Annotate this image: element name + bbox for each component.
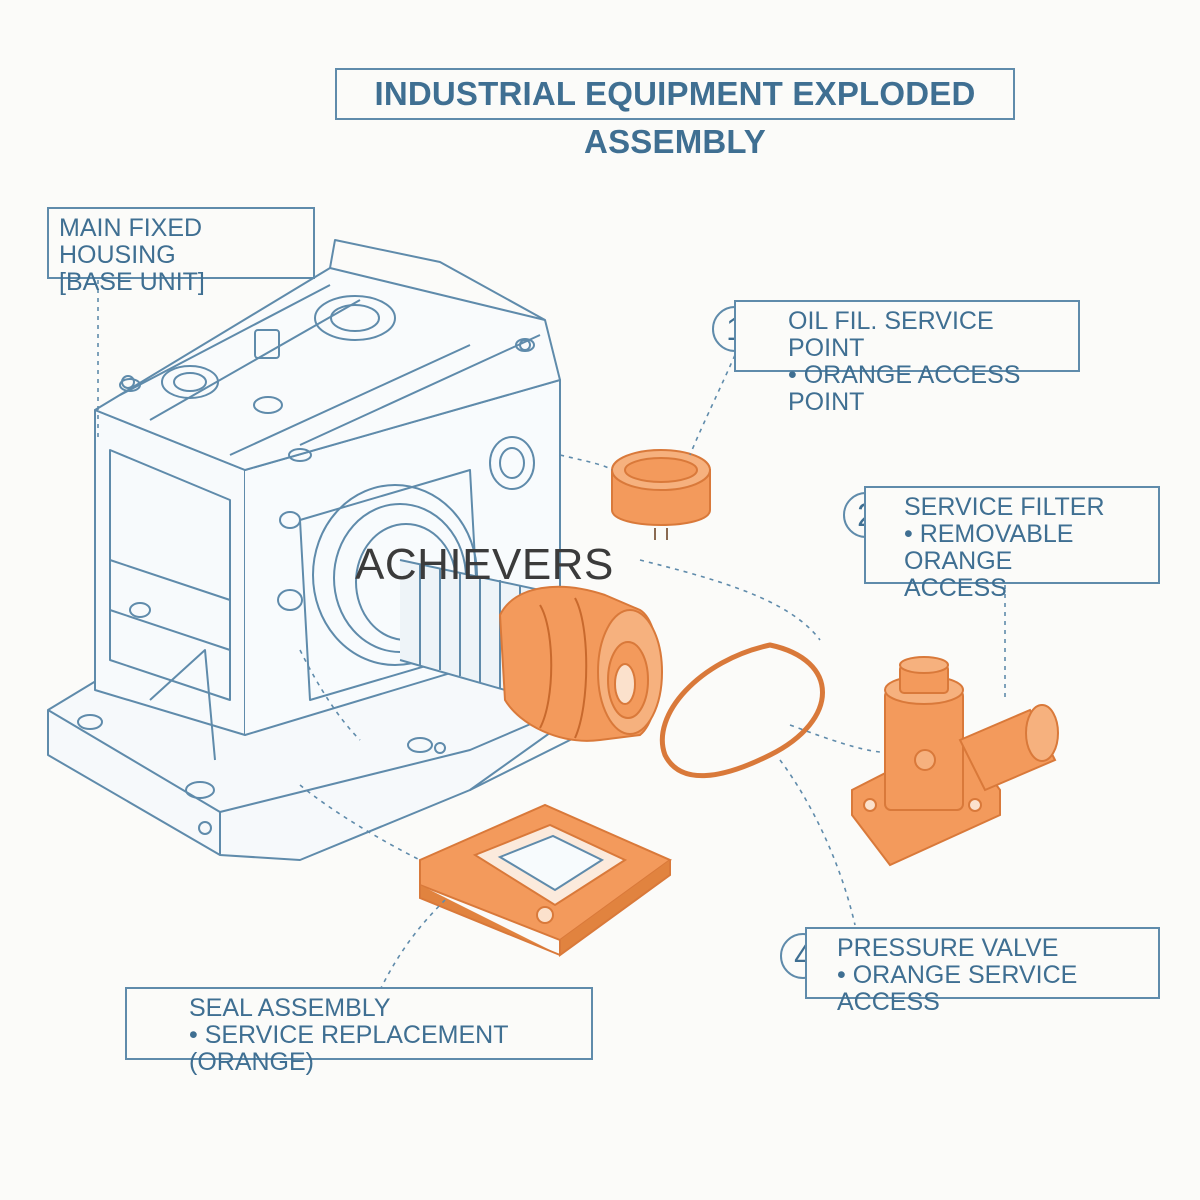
page-title: INDUSTRIAL EQUIPMENT EXPLODED ASSEMBLY (335, 68, 1015, 160)
callout-seal-assembly: SEAL ASSEMBLY • SERVICE REPLACEMENT (ORA… (125, 987, 593, 1076)
callout-oil-fill-line1: OIL FIL. SERVICE POINT (788, 307, 994, 362)
callout-seal-line2: • SERVICE REPLACEMENT (ORANGE) (189, 1021, 509, 1076)
callout-housing-line2: [BASE UNIT] (59, 268, 205, 296)
bearing-flange (312, 484, 478, 666)
callout-oil-fill-line2: • ORANGE ACCESS POINT (788, 361, 1021, 416)
callout-service-filter: SERVICE FILTER • REMOVABLE ORANGE ACCESS (864, 486, 1160, 602)
callout-pressure-valve: PRESSURE VALVE • ORANGE SERVICE ACCESS (805, 927, 1160, 1016)
seal-plate (419, 803, 672, 957)
watermark: ACHIEVERS (355, 540, 614, 589)
callout-seal-line1: SEAL ASSEMBLY (189, 994, 391, 1022)
top-port-right (314, 295, 396, 341)
leader-lines (97, 280, 1006, 991)
top-port-left (161, 365, 219, 399)
callout-valve-line1: PRESSURE VALVE (837, 934, 1059, 962)
callout-housing-line1: MAIN FIXED HOUSING (59, 214, 203, 269)
callout-filter-line1: SERVICE FILTER (904, 493, 1105, 521)
service-filter-sleeve (498, 585, 663, 742)
side-port (489, 436, 535, 490)
callout-filter-line3: ACCESS (904, 574, 1007, 602)
pressure-valve (851, 656, 1059, 867)
callout-valve-line2: • ORANGE SERVICE ACCESS (837, 961, 1078, 1016)
callout-filter-line2: • REMOVABLE ORANGE (904, 520, 1074, 575)
callout-oil-fill: OIL FIL. SERVICE POINT • ORANGE ACCESS P… (734, 300, 1080, 416)
callout-main-housing: MAIN FIXED HOUSING [BASE UNIT] (47, 207, 315, 296)
oil-fill-cap (611, 449, 711, 540)
o-ring-gasket (659, 642, 825, 779)
